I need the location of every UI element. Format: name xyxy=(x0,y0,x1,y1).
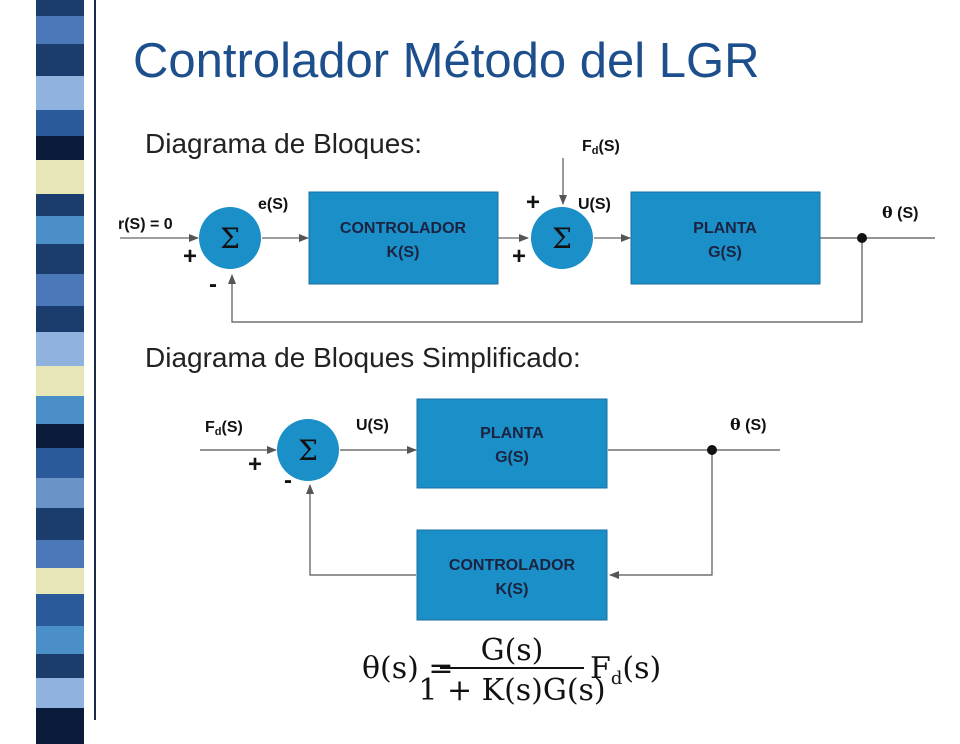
heading-simplified-diagram: Diagrama de Bloques Simplificado: xyxy=(145,342,581,373)
output-label: θ (S) xyxy=(730,415,766,434)
disturbance-label: Fd(S) xyxy=(582,138,620,157)
wire-feedback xyxy=(228,238,863,323)
wire-feedback xyxy=(306,484,416,576)
plant-label: PLANTA xyxy=(693,220,757,237)
equation-denominator: 1 + K(s)G(s) xyxy=(418,673,605,708)
summing-junction xyxy=(277,419,339,481)
sum1-minus-sign: - xyxy=(209,271,217,298)
sum1-plus-sign: + xyxy=(183,243,197,270)
disturbance-label: Fd(S) xyxy=(205,419,243,438)
plant-label: PLANTA xyxy=(480,425,544,442)
u-label: U(S) xyxy=(578,196,611,213)
sum-minus-sign: - xyxy=(284,467,292,494)
plant-block xyxy=(630,191,821,285)
sum2-plus-top-sign: + xyxy=(526,189,540,216)
controller-label: CONTROLADOR xyxy=(449,557,576,574)
diagram-1: Σ Σ CONTROLADOR K(S) PLANTA G(S) r(S) = … xyxy=(118,138,935,323)
u-label: U(S) xyxy=(356,417,389,434)
output-label: θ (S) xyxy=(882,203,918,222)
page-title: Controlador Método del LGR xyxy=(133,34,760,88)
plant-transfer: G(S) xyxy=(495,449,529,466)
summing-junction-1 xyxy=(199,207,261,269)
plant-transfer: G(S) xyxy=(708,244,742,261)
equation-lhs: θ(s) = xyxy=(362,651,454,686)
transfer-equation: θ(s) = G(s) 1 + K(s)G(s) Fd(s) xyxy=(362,633,661,708)
equation-numerator: G(s) xyxy=(481,633,544,668)
sigma-symbol: Σ xyxy=(298,434,318,467)
plant-block xyxy=(416,398,608,489)
equation-factor: Fd(s) xyxy=(590,651,661,689)
controller-label: CONTROLADOR xyxy=(340,220,467,237)
controller-block xyxy=(308,191,499,285)
sum-plus-sign: + xyxy=(248,451,262,478)
controller-transfer: K(S) xyxy=(496,581,529,598)
sigma-symbol: Σ xyxy=(220,222,240,255)
sigma-symbol: Σ xyxy=(552,222,572,255)
block-diagrams: Σ Σ CONTROLADOR K(S) PLANTA G(S) r(S) = … xyxy=(118,138,935,708)
decorative-side-stripes xyxy=(36,0,84,744)
output-branch-point xyxy=(857,233,867,243)
controller-block xyxy=(416,529,608,621)
side-divider-line xyxy=(94,0,96,720)
error-label: e(S) xyxy=(258,196,288,213)
output-branch-point xyxy=(707,445,717,455)
wire-to-controller xyxy=(609,450,713,579)
sum2-plus-left-sign: + xyxy=(512,243,526,270)
heading-block-diagram: Diagrama de Bloques: xyxy=(145,128,423,159)
controller-transfer: K(S) xyxy=(387,244,420,261)
summing-junction-2 xyxy=(531,207,593,269)
input-label: r(S) = 0 xyxy=(118,216,173,233)
diagram-2: Σ PLANTA G(S) CONTROLADOR K(S) Fd(S) U(S… xyxy=(200,398,780,621)
